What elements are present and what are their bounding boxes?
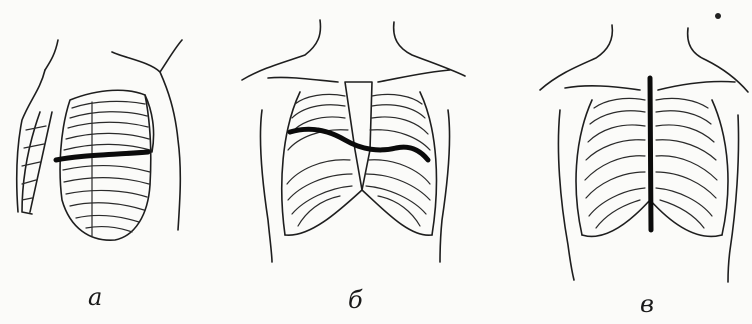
panel-a-shoulder-right: [112, 40, 182, 72]
panel-a-back-outline: [160, 72, 180, 230]
panel-b-label: б: [348, 286, 363, 314]
panel-b-body-left: [260, 110, 272, 262]
panel-b-ribcage-outline: [282, 92, 437, 235]
panel-c-vertical-band: [650, 78, 651, 230]
panel-c-neck-left: [540, 25, 612, 90]
panel-c-body-left: [558, 110, 574, 280]
panel-c-ribs-right: [656, 98, 717, 228]
panel-c-clavicle-left: [565, 86, 640, 90]
panel-b-ribs-right: [366, 94, 430, 226]
panel-a-neck: [45, 40, 58, 70]
panel-c-label: в: [640, 290, 654, 318]
panel-b-neck-right: [394, 22, 465, 76]
panel-a-label: а: [88, 283, 102, 311]
panel-b-clavicle-left: [268, 77, 338, 82]
panel-c-ribs-left: [585, 98, 645, 228]
panel-c-drawing: [540, 25, 748, 282]
panel-b-ribs-left: [287, 94, 352, 226]
panel-c-body-right: [728, 115, 739, 282]
panel-a-drawing: [17, 40, 182, 240]
panel-b-clavicle-right: [378, 70, 450, 82]
panel-b-body-right: [440, 110, 450, 262]
panel-a-ribs: [63, 101, 150, 236]
panel-b-drawing: [242, 20, 465, 262]
ink-speck: [715, 13, 721, 19]
panel-b-neck-left: [242, 20, 320, 80]
panel-b-wavy-band: [290, 129, 428, 160]
panel-c-clavicle-right: [658, 81, 735, 90]
panel-a-horizontal-band: [56, 152, 148, 160]
